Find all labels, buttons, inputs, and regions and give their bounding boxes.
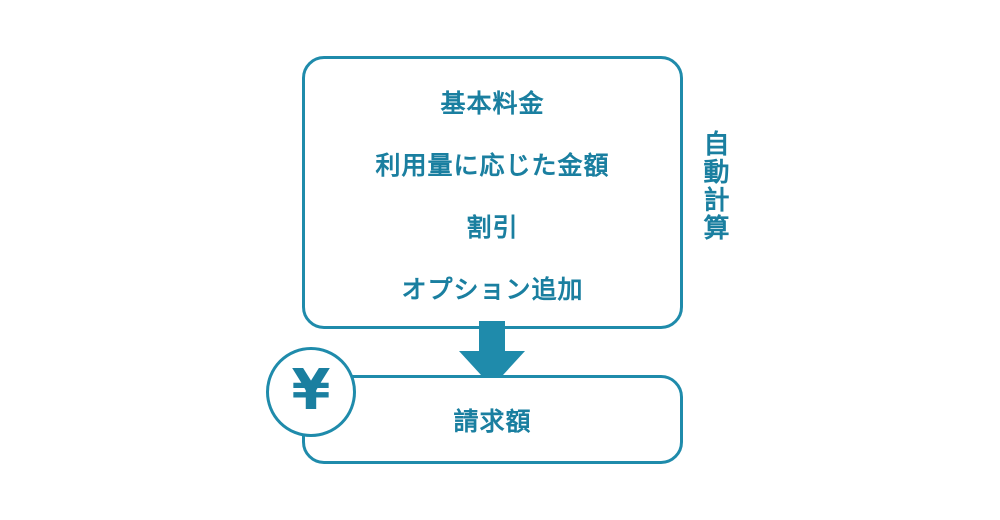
down-arrow-icon (459, 321, 525, 387)
yen-glyph: ¥ (291, 358, 331, 423)
billing-amount-box: 請求額 (302, 375, 683, 464)
item-usage-based-amount: 利用量に応じた金額 (375, 151, 610, 180)
item-option-addition: オプション追加 (401, 275, 584, 304)
billing-amount-label: 請求額 (453, 406, 532, 436)
yen-icon: ¥ (266, 347, 356, 437)
down-arrow-shape (459, 321, 525, 387)
item-discount: 割引 (466, 213, 519, 242)
calculation-items-box: 基本料金 利用量に応じた金額 割引 オプション追加 (302, 56, 683, 329)
item-base-fee: 基本料金 (440, 89, 545, 118)
auto-calculation-label: 自動計算 (699, 130, 729, 242)
